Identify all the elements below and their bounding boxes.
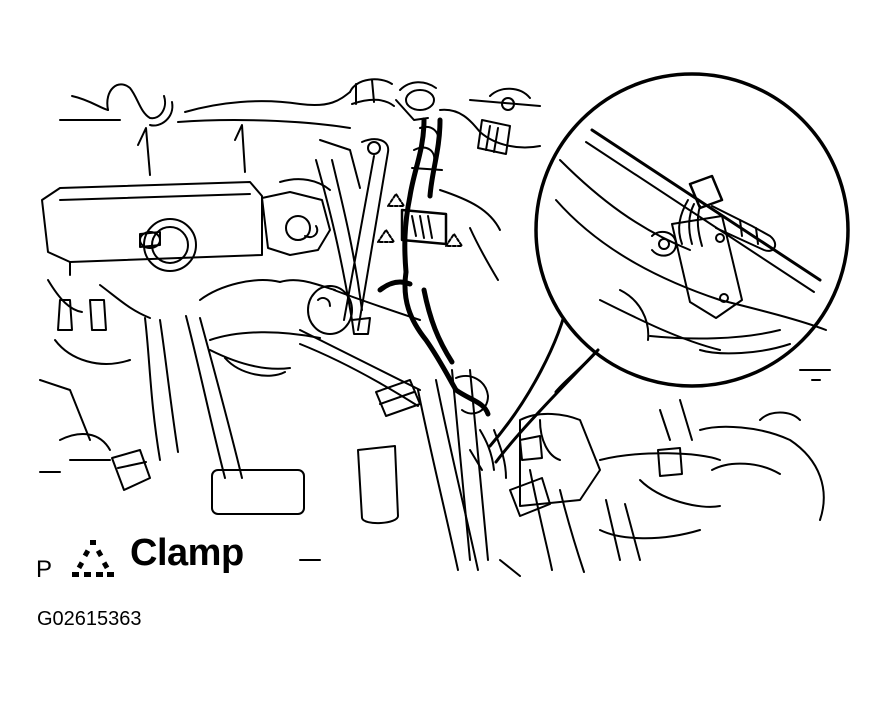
legend-letter: P bbox=[36, 556, 53, 583]
detail-callout bbox=[488, 72, 850, 464]
engine-bay-outline bbox=[39, 78, 831, 577]
legend: P Clamp bbox=[36, 528, 244, 584]
legend-label: Clamp bbox=[130, 532, 244, 574]
figure-code: G02615363 bbox=[37, 608, 142, 630]
clamp-triangle-icon bbox=[72, 540, 115, 577]
